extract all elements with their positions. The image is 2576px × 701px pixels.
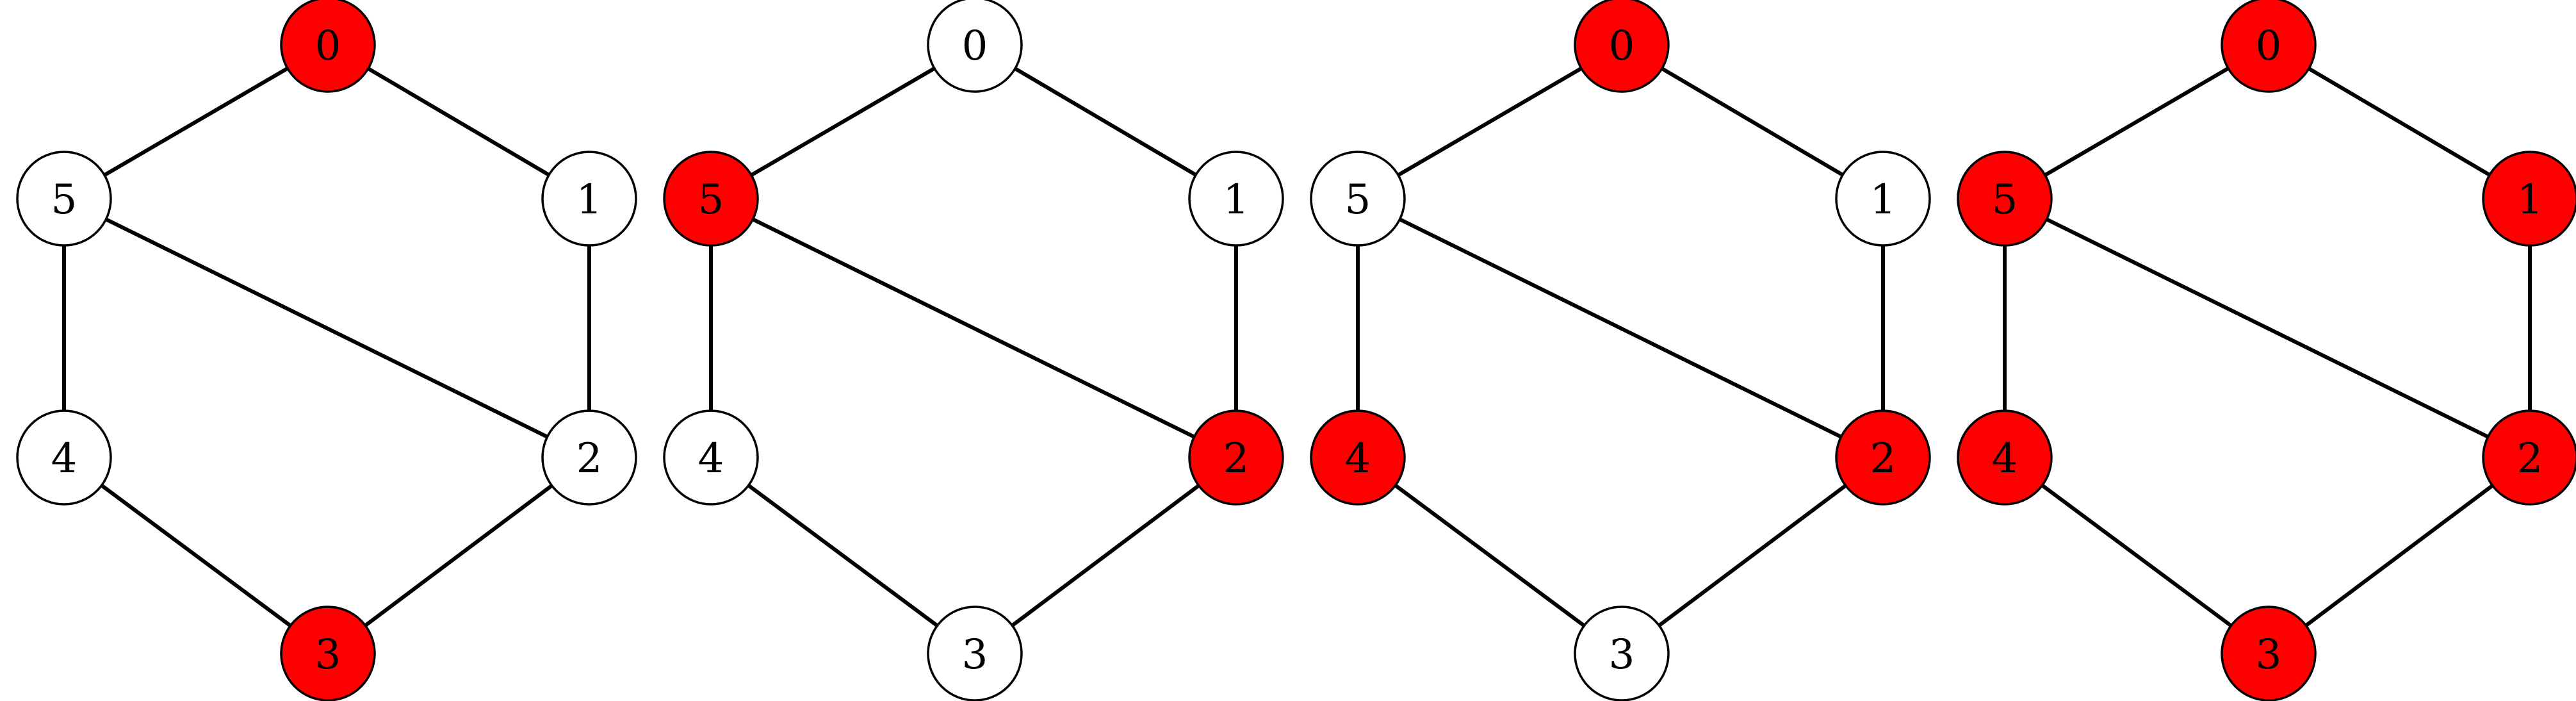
node-circle-selected [2482, 151, 2576, 247]
node-circle [16, 409, 112, 506]
node-label: 1 [1870, 176, 1896, 224]
edge-0-1 [326, 43, 591, 201]
node-0: 0 [2221, 0, 2317, 93]
node-3: 3 [280, 606, 376, 701]
node-circle [927, 606, 1023, 701]
node-circle [927, 0, 1023, 93]
node-label: 2 [1223, 435, 1250, 482]
panel-1: 0 1 2 3 4 5 [16, 0, 637, 701]
node-circle [541, 151, 637, 247]
node-circle-selected [2221, 606, 2317, 701]
node-label: 4 [1992, 435, 2018, 482]
node-label: 1 [1223, 176, 1250, 224]
node-3: 3 [927, 606, 1023, 701]
edge-0-1 [973, 43, 1238, 201]
node-5: 5 [663, 151, 759, 247]
node-circle [16, 151, 112, 247]
node-label: 5 [1992, 176, 2018, 224]
node-label: 4 [51, 435, 77, 482]
node-label: 3 [315, 631, 341, 679]
node-label: 2 [1870, 435, 1896, 482]
edge-5-0 [2003, 43, 2270, 201]
edge-3-4 [62, 456, 330, 656]
node-circle [663, 409, 759, 506]
edge-2-3 [2267, 456, 2532, 656]
node-circle-selected [1574, 0, 1670, 93]
node-circle-selected [2482, 409, 2576, 506]
node-2: 2 [541, 409, 637, 506]
panel-3: 0 1 2 3 4 5 [1310, 0, 1931, 701]
node-label: 4 [1345, 435, 1371, 482]
node-label: 2 [2517, 435, 2543, 482]
node-label: 3 [2256, 631, 2282, 679]
node-label: 5 [698, 176, 724, 224]
node-circle-selected [1957, 151, 2053, 247]
node-4: 4 [16, 409, 112, 506]
node-label: 1 [2517, 176, 2543, 224]
node-circle-selected [2221, 0, 2317, 93]
node-label: 1 [576, 176, 603, 224]
edge-2-3 [1620, 456, 1885, 656]
node-circle-selected [1835, 409, 1931, 506]
edge-5-0 [709, 43, 977, 201]
node-circle-selected [1188, 409, 1284, 506]
node-0: 0 [927, 0, 1023, 93]
edge-3-4 [2003, 456, 2270, 656]
node-2: 2 [1835, 409, 1931, 506]
node-1: 1 [541, 151, 637, 247]
node-label: 0 [962, 22, 988, 70]
node-label: 2 [576, 435, 603, 482]
edge-5-0 [1356, 43, 1624, 201]
node-1: 1 [1835, 151, 1931, 247]
node-1: 1 [1188, 151, 1284, 247]
node-label: 3 [962, 631, 988, 679]
node-2: 2 [2482, 409, 2576, 506]
node-3: 3 [1574, 606, 1670, 701]
node-5: 5 [1957, 151, 2053, 247]
node-4: 4 [663, 409, 759, 506]
node-5: 5 [16, 151, 112, 247]
panel-2: 0 1 2 3 4 5 [663, 0, 1284, 701]
node-4: 4 [1310, 409, 1406, 506]
node-circle [1574, 606, 1670, 701]
edge-5-2 [2003, 197, 2532, 459]
node-2: 2 [1188, 409, 1284, 506]
node-circle-selected [663, 151, 759, 247]
node-1: 1 [2482, 151, 2576, 247]
node-4: 4 [1957, 409, 2053, 506]
node-label: 0 [2256, 22, 2282, 70]
node-0: 0 [280, 0, 376, 93]
node-circle [1310, 151, 1406, 247]
node-circle [541, 409, 637, 506]
edge-3-4 [1356, 456, 1624, 656]
edge-5-2 [62, 197, 591, 459]
edge-3-4 [709, 456, 977, 656]
node-0: 0 [1574, 0, 1670, 93]
node-label: 5 [1345, 176, 1371, 224]
panel-4: 0 1 2 3 4 5 [1957, 0, 2576, 701]
edge-5-2 [709, 197, 1238, 459]
node-label: 3 [1609, 631, 1635, 679]
node-label: 0 [315, 22, 341, 70]
edge-2-3 [326, 456, 591, 656]
edge-0-1 [1620, 43, 1885, 201]
node-label: 4 [698, 435, 724, 482]
node-circle [1188, 151, 1284, 247]
node-label: 5 [51, 176, 77, 224]
edge-5-0 [62, 43, 330, 201]
edge-5-2 [1356, 197, 1885, 459]
node-circle-selected [1310, 409, 1406, 506]
node-circle-selected [280, 606, 376, 701]
node-circle [1835, 151, 1931, 247]
node-3: 3 [2221, 606, 2317, 701]
node-5: 5 [1310, 151, 1406, 247]
edge-0-1 [2267, 43, 2532, 201]
node-circle-selected [1957, 409, 2053, 506]
edge-2-3 [973, 456, 1238, 656]
node-label: 0 [1609, 22, 1635, 70]
node-circle-selected [280, 0, 376, 93]
